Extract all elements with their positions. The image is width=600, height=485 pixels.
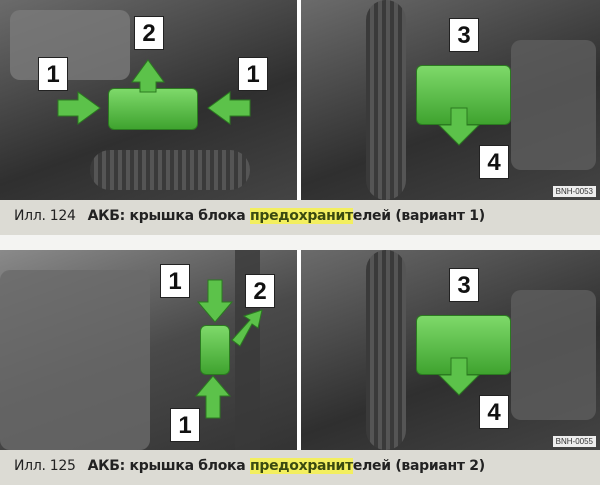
callout-4: 4 bbox=[479, 395, 509, 429]
image-code: BNH-0055 bbox=[552, 436, 596, 447]
photo-fuse-box-variant1: 1 2 1 bbox=[0, 0, 297, 200]
caption-text-end: елей (вариант 2) bbox=[352, 458, 485, 474]
callout-1-bottom: 1 bbox=[170, 408, 200, 442]
caption-highlight: предохранит bbox=[249, 458, 353, 474]
caption-highlight: предохранит bbox=[249, 208, 353, 224]
caption-text: АКБ: крышка блока bbox=[87, 458, 250, 474]
caption-text: АКБ: крышка блока bbox=[87, 208, 250, 224]
callout-1-right: 1 bbox=[238, 57, 268, 91]
callout-1-left: 1 bbox=[38, 57, 68, 91]
photo-battery-variant2: 3 4 BNH-0055 bbox=[301, 250, 600, 450]
image-code: BNH-0053 bbox=[552, 186, 596, 197]
figure-caption: Илл. 125 АКБ: крышка блока предохранителе… bbox=[0, 450, 600, 485]
figure-caption: Илл. 124 АКБ: крышка блока предохранителе… bbox=[0, 200, 600, 235]
figure-number: Илл. 124 bbox=[14, 208, 76, 224]
callout-4: 4 bbox=[479, 145, 509, 179]
callout-1-top: 1 bbox=[160, 264, 190, 298]
photo-fuse-box-variant2: 1 2 1 bbox=[0, 250, 297, 450]
photo-battery-variant1: 3 4 BNH-0053 bbox=[301, 0, 600, 200]
callout-3: 3 bbox=[449, 18, 479, 52]
figure-124: 1 2 1 3 4 BNH-0053 Илл. 124 АКБ: крышка б… bbox=[0, 0, 600, 235]
callout-3: 3 bbox=[449, 268, 479, 302]
callout-2: 2 bbox=[245, 274, 275, 308]
callout-2: 2 bbox=[134, 16, 164, 50]
caption-text-end: елей (вариант 1) bbox=[352, 208, 485, 224]
figure-125: 1 2 1 3 4 BNH-0055 Илл. 125 АКБ: крышка б… bbox=[0, 250, 600, 485]
figure-number: Илл. 125 bbox=[14, 458, 76, 474]
